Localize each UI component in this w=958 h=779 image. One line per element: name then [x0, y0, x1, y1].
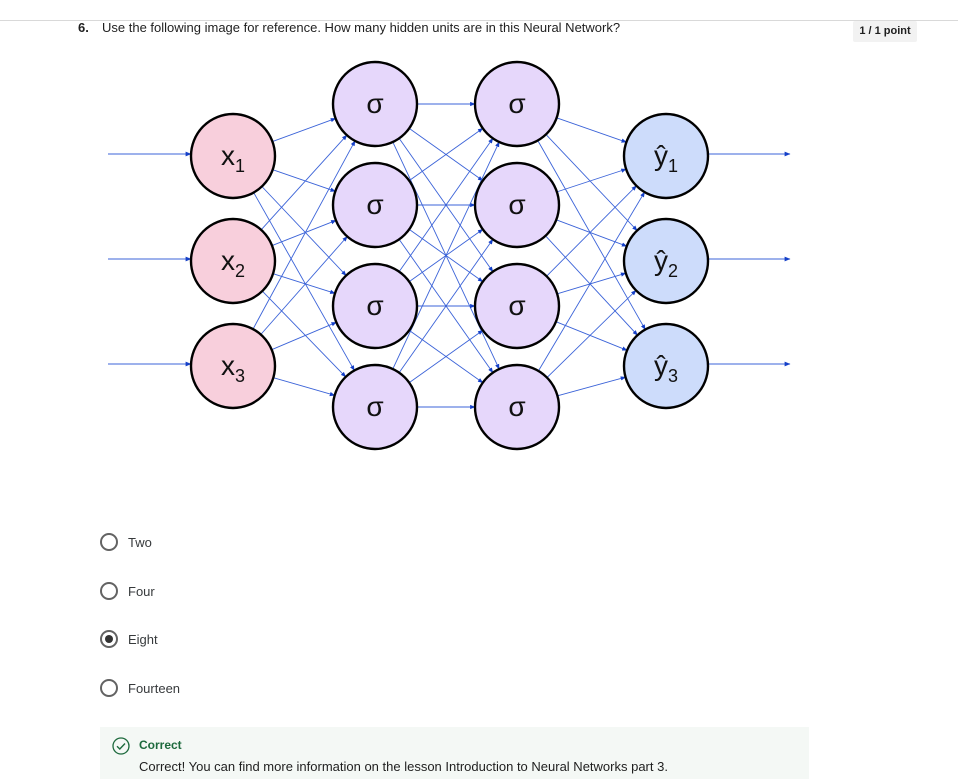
radio-four[interactable]: [100, 582, 118, 600]
edge-input-hidden1: [261, 186, 347, 276]
radio-eight[interactable]: [100, 630, 118, 648]
feedback-panel: Correct Correct! You can find more infor…: [100, 727, 809, 779]
output-node-label: ŷ2: [654, 245, 678, 281]
radio-fourteen[interactable]: [100, 679, 118, 697]
hidden-node-symbol: σ: [508, 88, 525, 119]
feedback-text: Correct! You can find more information o…: [139, 759, 668, 774]
edge-hidden2-output: [555, 321, 628, 351]
top-divider: [0, 20, 958, 21]
hidden-node-layer1: [331, 363, 419, 451]
hidden-node-symbol: σ: [366, 189, 383, 220]
edge-input-hidden1: [260, 134, 348, 231]
edge-input-hidden1: [261, 290, 347, 378]
hidden-node-layer2: [473, 262, 561, 350]
hidden-node-symbol: σ: [508, 189, 525, 220]
hidden-node-symbol: σ: [366, 290, 383, 321]
edge-hidden1-hidden2: [392, 141, 500, 370]
edge-hidden2-output: [546, 290, 637, 378]
output-node-label: ŷ1: [654, 140, 678, 176]
check-circle-icon: [112, 737, 130, 755]
output-node: [622, 217, 710, 305]
edge-hidden2-output: [556, 168, 627, 193]
edge-hidden2-output: [545, 134, 638, 231]
edge-hidden1-hidden2: [408, 127, 484, 182]
question-number: 6.: [78, 20, 89, 35]
edge-hidden1-hidden2: [398, 238, 494, 373]
hidden-node-symbol: σ: [508, 290, 525, 321]
input-node: [189, 322, 277, 410]
edge-hidden1-hidden2: [408, 329, 484, 384]
radio-two[interactable]: [100, 533, 118, 551]
option-two-label: Two: [128, 534, 152, 550]
edge-input-hidden1: [272, 169, 336, 192]
hidden-node-layer1: [331, 60, 419, 148]
edge-input-hidden1: [253, 192, 355, 371]
hidden-node-layer2: [473, 60, 561, 148]
edge-input-hidden1: [272, 273, 336, 294]
edge-hidden1-hidden2: [398, 137, 494, 272]
hidden-node-symbol: σ: [366, 391, 383, 422]
option-four-label: Four: [128, 583, 155, 599]
edge-hidden2-output: [557, 272, 627, 295]
input-node-label: x1: [221, 140, 245, 176]
output-node-label: ŷ3: [654, 350, 678, 386]
option-eight-label: Eight: [128, 631, 158, 647]
edge-hidden2-output: [557, 376, 627, 397]
hidden-node-symbol: σ: [366, 88, 383, 119]
edge-hidden2-output: [556, 117, 627, 143]
points-badge: 1 / 1 point: [853, 21, 917, 42]
edge-input-hidden1: [271, 321, 337, 351]
hidden-node-layer2: [473, 161, 561, 249]
hidden-node-layer2: [473, 363, 561, 451]
option-four[interactable]: Four: [100, 580, 155, 602]
option-fourteen[interactable]: Fourteen: [100, 677, 180, 699]
hidden-node-symbol: σ: [508, 391, 525, 422]
edge-input-hidden1: [260, 236, 348, 335]
hidden-node-layer1: [331, 161, 419, 249]
output-node: [622, 322, 710, 410]
input-node-label: x3: [221, 350, 245, 386]
feedback-title: Correct: [139, 738, 182, 752]
edge-hidden2-output: [545, 235, 638, 336]
option-two[interactable]: Two: [100, 531, 152, 553]
edge-input-hidden1: [272, 118, 337, 142]
option-fourteen-label: Fourteen: [128, 680, 181, 696]
input-node: [189, 217, 277, 305]
edge-hidden2-output: [538, 191, 645, 372]
edge-hidden2-output: [556, 219, 628, 247]
input-node-label: x2: [221, 245, 245, 281]
output-node: [622, 112, 710, 200]
edge-input-hidden1: [252, 140, 356, 330]
input-node: [189, 112, 277, 200]
option-eight[interactable]: Eight: [100, 628, 158, 650]
edge-input-hidden1: [273, 377, 336, 397]
question-text: Use the following image for reference. H…: [102, 20, 621, 35]
edge-hidden2-output: [537, 140, 646, 330]
hidden-node-layer1: [331, 262, 419, 350]
edge-hidden2-output: [546, 185, 637, 277]
edge-input-hidden1: [271, 219, 337, 247]
